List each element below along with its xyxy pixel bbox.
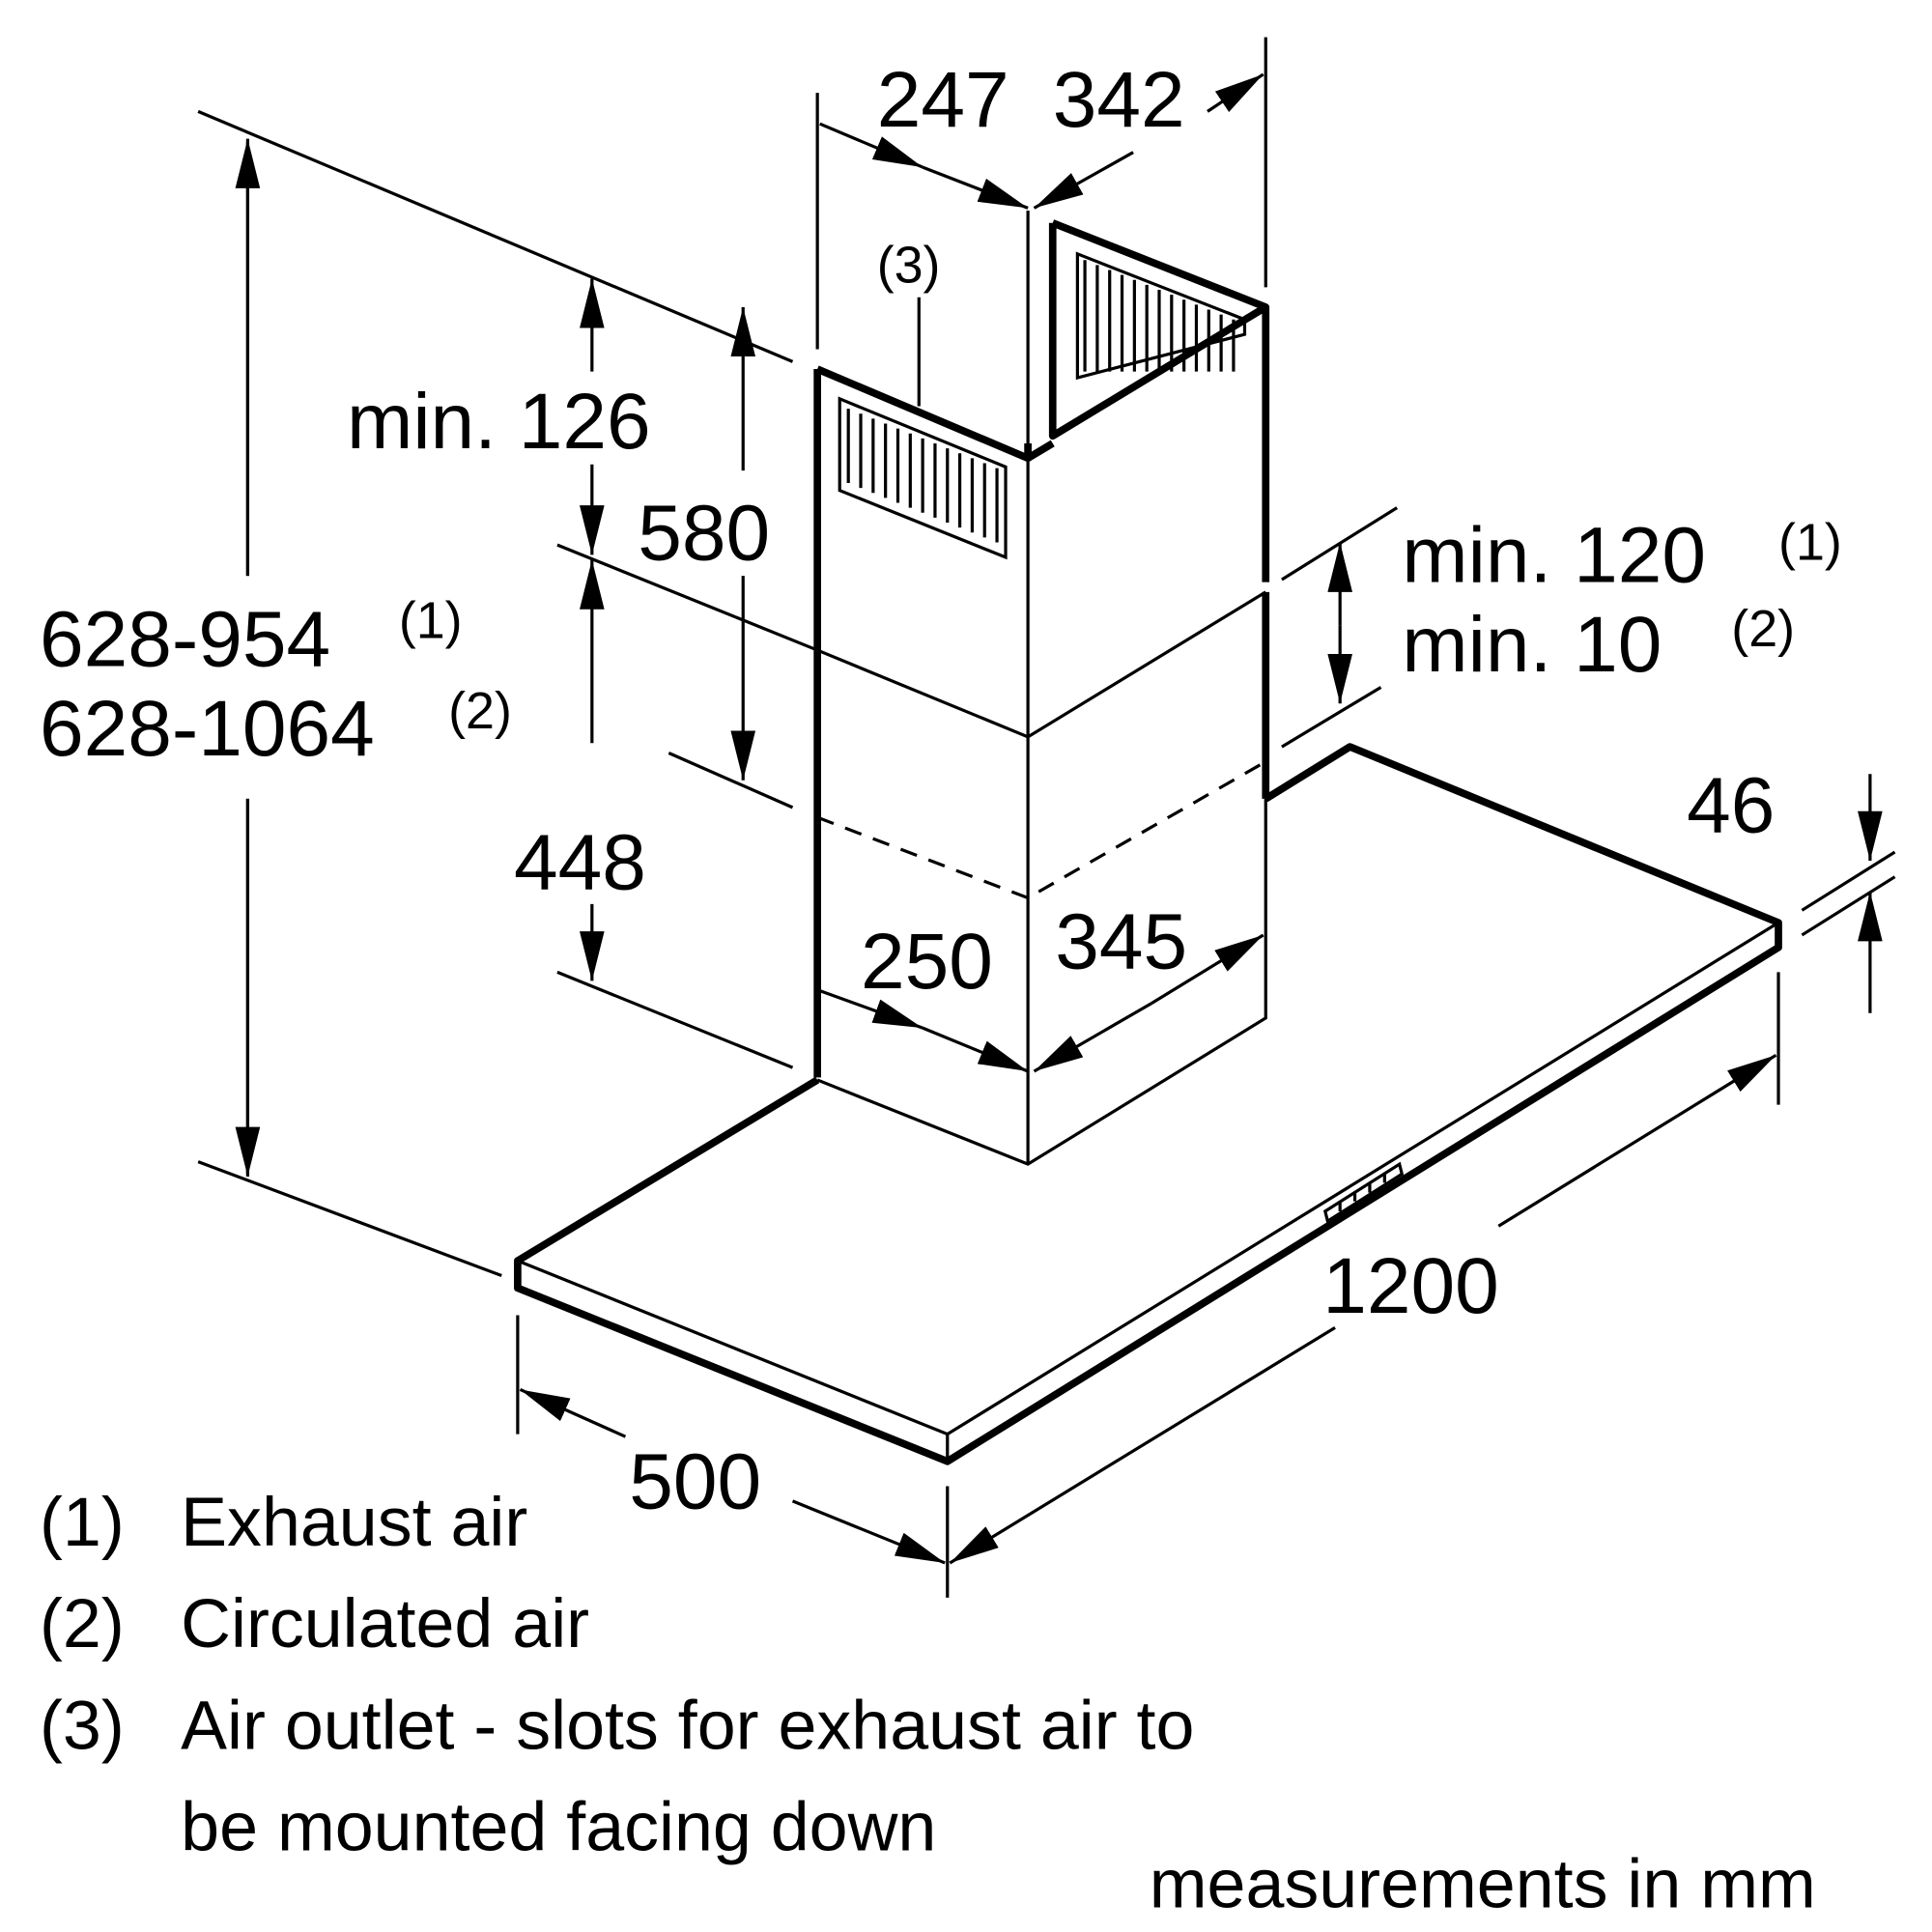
- legend-text-1: Exhaust air: [181, 1484, 527, 1561]
- dim-1200: 1200: [1322, 1242, 1499, 1330]
- legend: (1) Exhaust air (2) Circulated air (3) A…: [40, 1484, 1816, 1922]
- legend-num-1: (1): [40, 1484, 125, 1561]
- legend-text-2: Circulated air: [181, 1585, 589, 1662]
- dim-46: 46: [1687, 762, 1775, 850]
- dim-min-126: min. 126: [347, 378, 651, 466]
- dim-247: 247: [877, 56, 1009, 144]
- dim-580: 580: [638, 489, 770, 577]
- dim-342: 342: [1053, 56, 1185, 144]
- legend-text-3-cont: be mounted facing down: [181, 1788, 936, 1865]
- dim-min-120-ref: (1): [1778, 513, 1842, 571]
- dim-height-circ: 628-1064: [40, 685, 375, 773]
- dim-min-10-ref: (2): [1731, 600, 1795, 658]
- legend-text-3: Air outlet - slots for exhaust air to: [181, 1687, 1194, 1764]
- outlet-ref: (3): [877, 236, 941, 294]
- units-note: measurements in mm: [1150, 1845, 1816, 1922]
- dim-height-exhaust-ref: (1): [399, 591, 463, 649]
- dimension-lines: [197, 37, 1896, 1598]
- dim-min-120: min. 120: [1402, 512, 1706, 600]
- dimension-labels: 247 342 (3) min. 126 580 628-954 (1) 628…: [40, 56, 1842, 1526]
- hood-outline: [514, 219, 1782, 1465]
- dim-448: 448: [514, 819, 646, 907]
- dim-500: 500: [629, 1438, 761, 1526]
- legend-num-2: (2): [40, 1585, 125, 1662]
- dim-height-exhaust: 628-954: [40, 596, 330, 684]
- dim-min-10: min. 10: [1402, 601, 1662, 689]
- air-outlet-slots: [838, 251, 1247, 560]
- dim-345: 345: [1055, 898, 1187, 986]
- control-buttons: [1322, 1161, 1405, 1224]
- dim-height-circ-ref: (2): [448, 682, 512, 740]
- dim-250: 250: [861, 918, 993, 1006]
- legend-num-3: (3): [40, 1687, 125, 1764]
